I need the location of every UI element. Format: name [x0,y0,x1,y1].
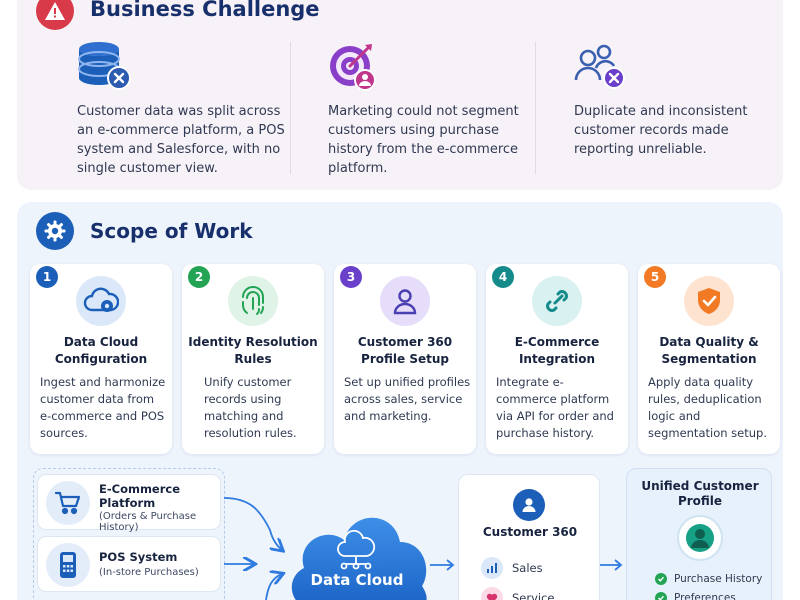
challenge-item: Duplicate and inconsistent customer reco… [574,40,789,159]
duplicate-users-icon [574,40,789,92]
business-challenge-title: Business Challenge [90,0,320,21]
data-cloud-hub: Data Cloud [282,498,432,600]
flow-arrow-to-c360 [430,559,455,571]
card-title: Identity Resolution Rules [188,335,318,366]
scope-card-ecommerce-integration: 4 E-Commerce Integration Integrate e-com… [486,264,628,454]
source-ecommerce-platform: E-Commerce Platform (Orders & Purchase H… [37,474,221,533]
step-number-badge: 3 [340,266,362,288]
profile-item-label: Purchase History [674,573,763,585]
check-icon [655,592,667,600]
challenge-text: Customer data was split across an e-comm… [77,104,285,176]
unified-customer-profile-box: Unified Customer Profile Purchase Histor… [626,468,772,600]
source-pos-system: POS System (In-store Purchases) [37,536,221,592]
c360-item-sales: Sales [481,557,543,579]
challenge-item: Customer data was split across an e-comm… [77,40,292,178]
scope-card-customer-360: 3 Customer 360 Profile Setup Set up unif… [334,264,476,454]
profile-item: Purchase History [655,573,762,585]
arrow [223,497,282,550]
flow-arrow-to-profile [600,559,623,571]
challenge-text: Marketing could not segment customers us… [328,104,519,176]
c360-item-label: Sales [512,561,543,575]
customer-360-box: Customer 360 Sales Service [458,474,600,600]
card-description: Ingest and harmonize customer data from … [40,375,166,440]
scope-card-data-cloud: 1 Data Cloud Configuration Ingest and ha… [30,264,172,454]
database-error-icon [77,40,292,92]
card-title: Data Cloud Configuration [54,335,148,366]
step-number-badge: 1 [36,266,58,288]
pos-terminal-icon [46,543,90,587]
scope-of-work-title: Scope of Work [90,219,253,243]
source-name: E-Commerce Platform [99,482,181,510]
arrow [265,574,282,600]
challenge-text: Duplicate and inconsistent customer reco… [574,104,748,157]
card-description: Integrate e-commerce platform via API fo… [496,375,614,440]
card-description: Apply data quality rules, deduplication … [648,375,767,440]
fingerprint-icon [228,276,278,326]
card-description: Set up unified profiles across sales, se… [344,375,471,423]
card-title: Data Quality & Segmentation [659,335,759,366]
card-description: Unify customer records using matching an… [204,375,297,440]
customer-360-title: Customer 360 [482,525,578,539]
card-title: E-Commerce Integration [514,335,600,366]
source-subtitle: (Orders & Purchase History) [99,511,197,533]
network-cloud-icon [337,529,376,570]
challenge-item: Marketing could not segment customers us… [328,40,543,178]
scope-card-identity-resolution: 2 Identity Resolution Rules Unify custom… [182,264,324,454]
sources-group [33,468,225,600]
unified-profile-title: Unified Customer Profile [641,479,759,508]
step-number-badge: 5 [644,266,666,288]
cloud-shape [291,517,427,600]
data-cloud-label: Data Cloud [310,571,404,589]
divider [535,42,536,174]
divider [290,42,291,174]
c360-item-service: Service [481,587,555,600]
shopping-cart-icon [46,481,90,525]
check-icon [655,573,667,585]
step-number-badge: 2 [188,266,210,288]
user-avatar-icon [513,489,545,521]
business-challenge-panel [17,0,783,190]
c360-item-label: Service [512,591,555,600]
step-number-badge: 4 [492,266,514,288]
scope-card-data-quality: 5 Data Quality & Segmentation Apply data… [638,264,780,454]
gear-icon [36,212,74,250]
cloud-settings-icon [76,276,126,326]
link-icon [532,276,582,326]
target-user-icon [328,40,543,92]
source-subtitle: (In-store Purchases) [99,567,199,578]
user-profile-icon [380,276,430,326]
warning-icon [36,0,74,30]
chart-icon [481,557,503,579]
heart-icon [481,587,503,600]
card-title: Customer 360 Profile Setup [357,335,453,366]
flow-arrows-sources [223,497,290,600]
shield-check-icon [684,276,734,326]
source-name: POS System [99,550,178,564]
profile-item: Preferences [655,592,736,600]
profile-item-label: Preferences [674,592,736,600]
profile-avatar-icon [677,515,723,561]
